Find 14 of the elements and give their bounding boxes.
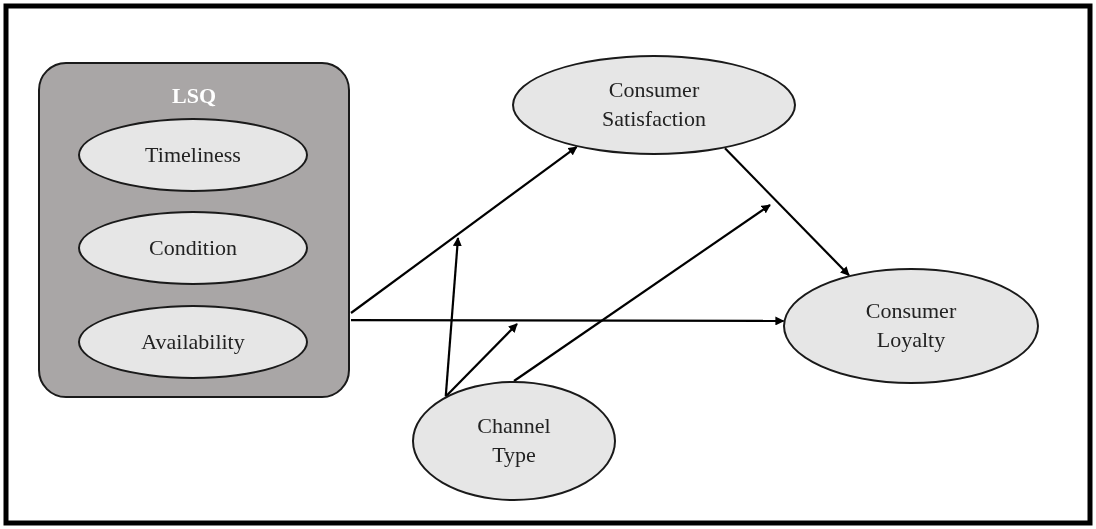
arrow — [724, 147, 850, 277]
arrow — [444, 323, 518, 398]
group-heading: LSQ — [172, 82, 216, 110]
arrow — [351, 316, 785, 326]
arrow — [350, 146, 578, 314]
construct-label: Condition — [149, 233, 237, 262]
construct-label: Consumer Satisfaction — [601, 76, 707, 133]
construct-label: Channel Type — [476, 412, 552, 469]
construct-label: Timeliness — [145, 140, 241, 169]
arrow — [444, 237, 462, 397]
construct-label: Availability — [141, 327, 245, 356]
arrow — [513, 204, 771, 382]
construct-label: Consumer Loyalty — [864, 297, 958, 354]
group-panel — [38, 62, 350, 398]
